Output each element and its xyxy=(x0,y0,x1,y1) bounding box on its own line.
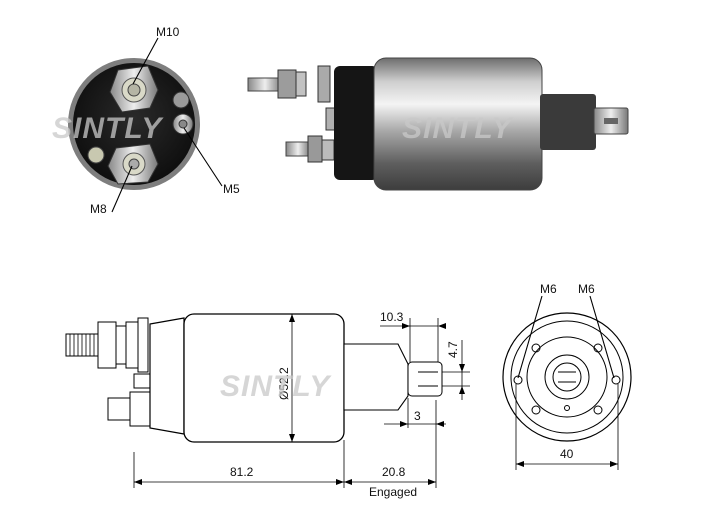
label-slot: 4.7 xyxy=(446,341,460,358)
leader-m10 xyxy=(132,37,159,85)
label-plunger-offset: 10.3 xyxy=(380,310,404,324)
terminal-m5-photo xyxy=(172,91,194,135)
end-view-photo: M10 M5 M8 xyxy=(68,25,240,216)
stud-bottom-photo xyxy=(285,141,311,157)
label-flange-width: 40 xyxy=(560,447,574,461)
label-m6-left: M6 xyxy=(540,282,557,296)
leader-m8 xyxy=(111,165,133,213)
side-drawing: Ø52.2 81.2 20.8 Engaged 10.3 4.7 3 xyxy=(65,310,470,499)
label-m5: M5 xyxy=(223,182,240,196)
drawing-plunger-housing xyxy=(343,343,409,411)
terminal-m10-photo xyxy=(109,65,159,113)
photo-plunger xyxy=(540,94,596,150)
leader-m6-right xyxy=(589,295,615,379)
drawing-plunger-tip xyxy=(407,361,443,397)
drawing-thread-lines xyxy=(69,334,95,356)
front-plunger-circle xyxy=(552,362,582,392)
stud-top-photo xyxy=(247,77,283,92)
side-view-photo xyxy=(247,57,629,191)
label-diameter: Ø52.2 xyxy=(277,367,291,400)
watermark-2: SINTLY xyxy=(402,112,514,145)
drawing-end-cap xyxy=(149,317,185,435)
watermark-3: SINTLY xyxy=(220,370,332,403)
label-engaged: Engaged xyxy=(369,485,417,499)
mount-hole-left xyxy=(513,375,523,385)
photo-end-cap xyxy=(334,66,378,180)
label-gap: 3 xyxy=(414,409,421,423)
mount-hole-right xyxy=(611,375,621,385)
label-m6-right: M6 xyxy=(578,282,595,296)
label-travel-length: 20.8 xyxy=(382,465,406,479)
label-m8: M8 xyxy=(90,202,107,216)
label-body-length: 81.2 xyxy=(230,465,254,479)
watermark-1: SINTLY xyxy=(52,112,164,145)
front-inner-circle xyxy=(526,336,608,418)
leader-m6-left xyxy=(517,295,543,379)
front-drawing: M6 M6 40 xyxy=(502,282,632,470)
label-m10: M10 xyxy=(156,25,180,39)
leader-m5 xyxy=(183,127,223,187)
terminal-m8-photo xyxy=(87,143,159,185)
